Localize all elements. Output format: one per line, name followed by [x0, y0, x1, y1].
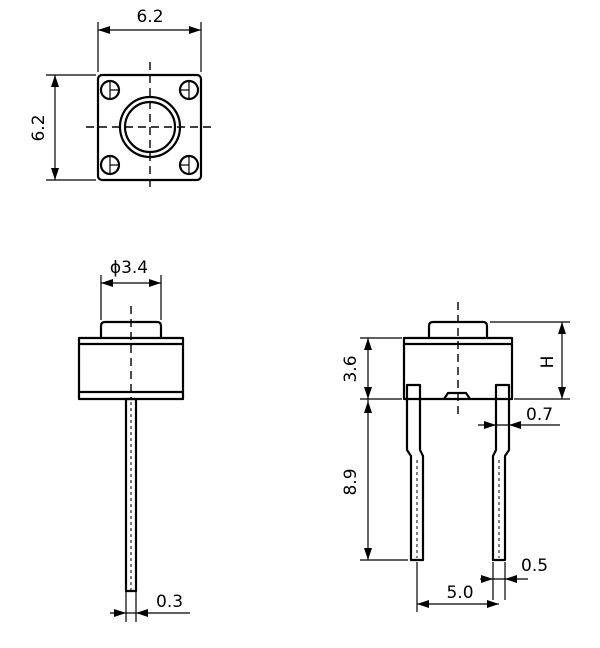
- dim-label-knob-diameter: ϕ3.4: [110, 258, 148, 278]
- dim-label-pin-length: 8.9: [341, 468, 361, 495]
- dim-overall-height: H: [490, 321, 570, 400]
- dim-label-top-width: 6.2: [136, 7, 163, 27]
- dim-top-width: 6.2: [97, 7, 202, 72]
- dim-label-top-height: 6.2: [29, 114, 49, 141]
- front-view: ϕ3.4 0.3: [77, 258, 190, 622]
- dim-label-pin-pitch: 5.0: [446, 583, 473, 603]
- dim-body-height: 3.6: [341, 337, 402, 400]
- front-view-pin: [124, 397, 138, 593]
- dim-pin-length: 8.9: [341, 399, 408, 561]
- dim-pin-tip-width: 0.5: [480, 556, 548, 600]
- dim-label-pin-thickness: 0.3: [156, 592, 183, 612]
- side-view: 3.6 8.9 H 0.7: [341, 302, 570, 612]
- dim-label-pin-tip-width: 0.5: [521, 556, 548, 576]
- dim-label-body-height: 3.6: [341, 355, 361, 382]
- dim-pin-thickness: 0.3: [110, 592, 190, 617]
- dim-knob-diameter: ϕ3.4: [100, 258, 162, 320]
- dim-pin-pitch: 5.0: [416, 562, 499, 612]
- side-view-pin-right: [491, 383, 511, 562]
- dim-pin-width: 0.7: [478, 405, 560, 429]
- dim-label-pin-width: 0.7: [526, 405, 553, 425]
- side-view-pin-left: [405, 383, 425, 562]
- dim-label-overall-height: H: [538, 356, 558, 369]
- top-view: 6.2 6.2: [29, 7, 216, 192]
- dim-top-height: 6.2: [29, 74, 96, 181]
